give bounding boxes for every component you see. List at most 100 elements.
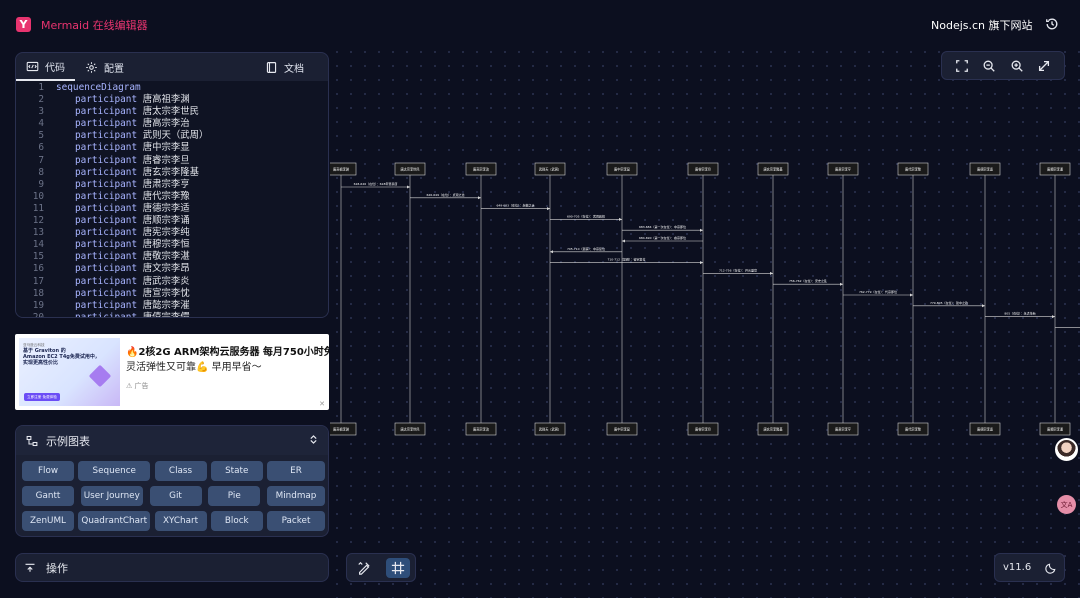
docs-link[interactable]: 文档 xyxy=(255,53,314,81)
line-number: 8 xyxy=(38,166,44,178)
zoom-in-icon[interactable] xyxy=(1010,59,1024,73)
actor-top[interactable]: 唐高祖李渊 xyxy=(330,162,357,176)
example-state-button[interactable]: State xyxy=(210,461,263,481)
logo[interactable]: Y xyxy=(16,17,31,32)
actor-top[interactable]: 唐德宗李适 xyxy=(969,162,1001,176)
actor-bottom[interactable]: 唐代宗李豫 xyxy=(897,422,929,436)
actions-panel[interactable]: 操作 xyxy=(15,553,329,582)
examples-header[interactable]: 示例图表 xyxy=(16,426,328,455)
message[interactable]: 805-820 xyxy=(1055,322,1080,329)
avatar[interactable] xyxy=(1055,438,1078,461)
example-packet-button[interactable]: Packet xyxy=(267,511,325,531)
example-git-button[interactable]: Git xyxy=(149,486,202,506)
expand-icon[interactable] xyxy=(1037,59,1051,73)
pan-edit-tool[interactable] xyxy=(352,558,376,578)
translate-icon[interactable]: 文A xyxy=(1057,495,1076,514)
example-zenuml-button[interactable]: ZenUML xyxy=(22,511,74,531)
message[interactable]: 683-684（第一次在位）：中宗即位 xyxy=(622,224,703,232)
actor-bottom[interactable]: 武则天（武周） xyxy=(534,422,566,436)
fullscreen-icon[interactable] xyxy=(955,59,969,73)
example-mindmap-button[interactable]: Mindmap xyxy=(267,486,325,506)
example-er-button[interactable]: ER xyxy=(267,461,325,481)
actor-bottom[interactable]: 唐肃宗李亨 xyxy=(827,422,859,436)
actor-bottom[interactable]: 唐顺宗李诵 xyxy=(1039,422,1071,436)
site-link[interactable]: Nodejs.cn 旗下网站 xyxy=(931,19,1033,32)
example-gantt-button[interactable]: Gantt xyxy=(22,486,74,506)
ad-headline[interactable]: 🔥2核2G ARM架构云服务器 每月750小时免费试用 xyxy=(126,347,329,358)
ad-banner[interactable]: 亚马逊云科技 基于 Graviton 的 Amazon EC2 T4g免费试用中… xyxy=(15,334,329,410)
message[interactable]: 762-779（在位）：代宗即位 xyxy=(843,289,913,297)
grid-toggle[interactable] xyxy=(386,557,410,578)
history-icon[interactable] xyxy=(1045,17,1059,31)
message[interactable]: 618-626（在位）：618年登基唐 xyxy=(341,181,410,189)
example-flow-button[interactable]: Flow xyxy=(22,461,74,481)
actor-top[interactable]: 唐高宗李治 xyxy=(465,162,497,176)
actor-top[interactable]: 唐中宗李显 xyxy=(606,162,638,176)
message[interactable]: 649-683（在位）：永徽之治 xyxy=(481,203,550,211)
message[interactable]: 805（在位）：永贞革新 xyxy=(985,311,1055,319)
actor-bottom[interactable]: 唐德宗李适 xyxy=(969,422,1001,436)
ad-image[interactable]: 亚马逊云科技 基于 Graviton 的 Amazon EC2 T4g免费试用中… xyxy=(19,338,120,406)
chevron-updown-icon[interactable] xyxy=(309,435,318,444)
example-sequence-button[interactable]: Sequence xyxy=(78,461,151,481)
tab-config[interactable]: 配置 xyxy=(75,53,134,81)
actor-bottom[interactable]: 唐高宗李治 xyxy=(465,422,497,436)
message[interactable]: 710-712（复辟）：睿宗复位 xyxy=(550,257,703,265)
actor-top[interactable]: 唐代宗李豫 xyxy=(897,162,929,176)
message[interactable]: 626-649（在位）：贞观之治 xyxy=(410,192,481,200)
message[interactable]: 756-762（在位）：安史之乱 xyxy=(773,278,843,286)
message[interactable]: 712-756（在位）：开元盛世 xyxy=(703,267,773,275)
actor-top[interactable]: 唐顺宗李诵 xyxy=(1039,162,1071,176)
example-user-journey-button[interactable]: User Journey xyxy=(80,486,143,506)
indent xyxy=(56,179,75,191)
actor-bottom[interactable]: 唐玄宗李隆基 xyxy=(757,422,789,436)
indent xyxy=(56,94,75,106)
actor-top[interactable]: 唐肃宗李亨 xyxy=(827,162,859,176)
moon-icon[interactable] xyxy=(1045,562,1057,574)
actor-top[interactable]: 唐太宗李世民 xyxy=(394,162,426,176)
actor-bottom[interactable]: 唐高祖李渊 xyxy=(330,422,357,436)
example-block-button[interactable]: Block xyxy=(210,511,263,531)
example-xychart-button[interactable]: XYChart xyxy=(154,511,207,531)
example-class-button[interactable]: Class xyxy=(154,461,207,481)
tab-code[interactable]: 代码 xyxy=(16,53,75,81)
example-quadrantchart-button[interactable]: QuadrantChart xyxy=(78,511,151,531)
actor-bottom[interactable]: 唐太宗李世民 xyxy=(394,422,426,436)
sequence-diagram[interactable]: 唐高祖李渊唐高祖李渊唐太宗李世民唐太宗李世民唐高宗李治唐高宗李治武则天（武周）武… xyxy=(330,155,1080,445)
actor-top[interactable]: 唐玄宗李隆基 xyxy=(757,162,789,176)
message[interactable]: 705-710（复辟）：中宗复位 xyxy=(550,246,622,254)
message[interactable]: 684-690（第一次在位）：睿宗即位 xyxy=(622,235,703,243)
zoom-out-icon[interactable] xyxy=(982,59,996,73)
actor-bottom[interactable]: 唐睿宗李旦 xyxy=(687,422,719,436)
message[interactable]: 690-705（在位）：武周政权 xyxy=(550,213,622,221)
arrow-head xyxy=(700,261,703,265)
message[interactable]: 779-805（在位）：建中之政 xyxy=(913,300,985,308)
actor-top[interactable]: 唐睿宗李旦 xyxy=(687,162,719,176)
ad-image-button[interactable]: 立即注册 免费体验 xyxy=(24,393,60,401)
actor-top[interactable]: 武则天（武周） xyxy=(534,162,566,176)
actor-bottom[interactable]: 唐中宗李显 xyxy=(606,422,638,436)
example-pie-button[interactable]: Pie xyxy=(208,486,261,506)
ad-close-icon[interactable]: ✕ xyxy=(319,400,325,408)
